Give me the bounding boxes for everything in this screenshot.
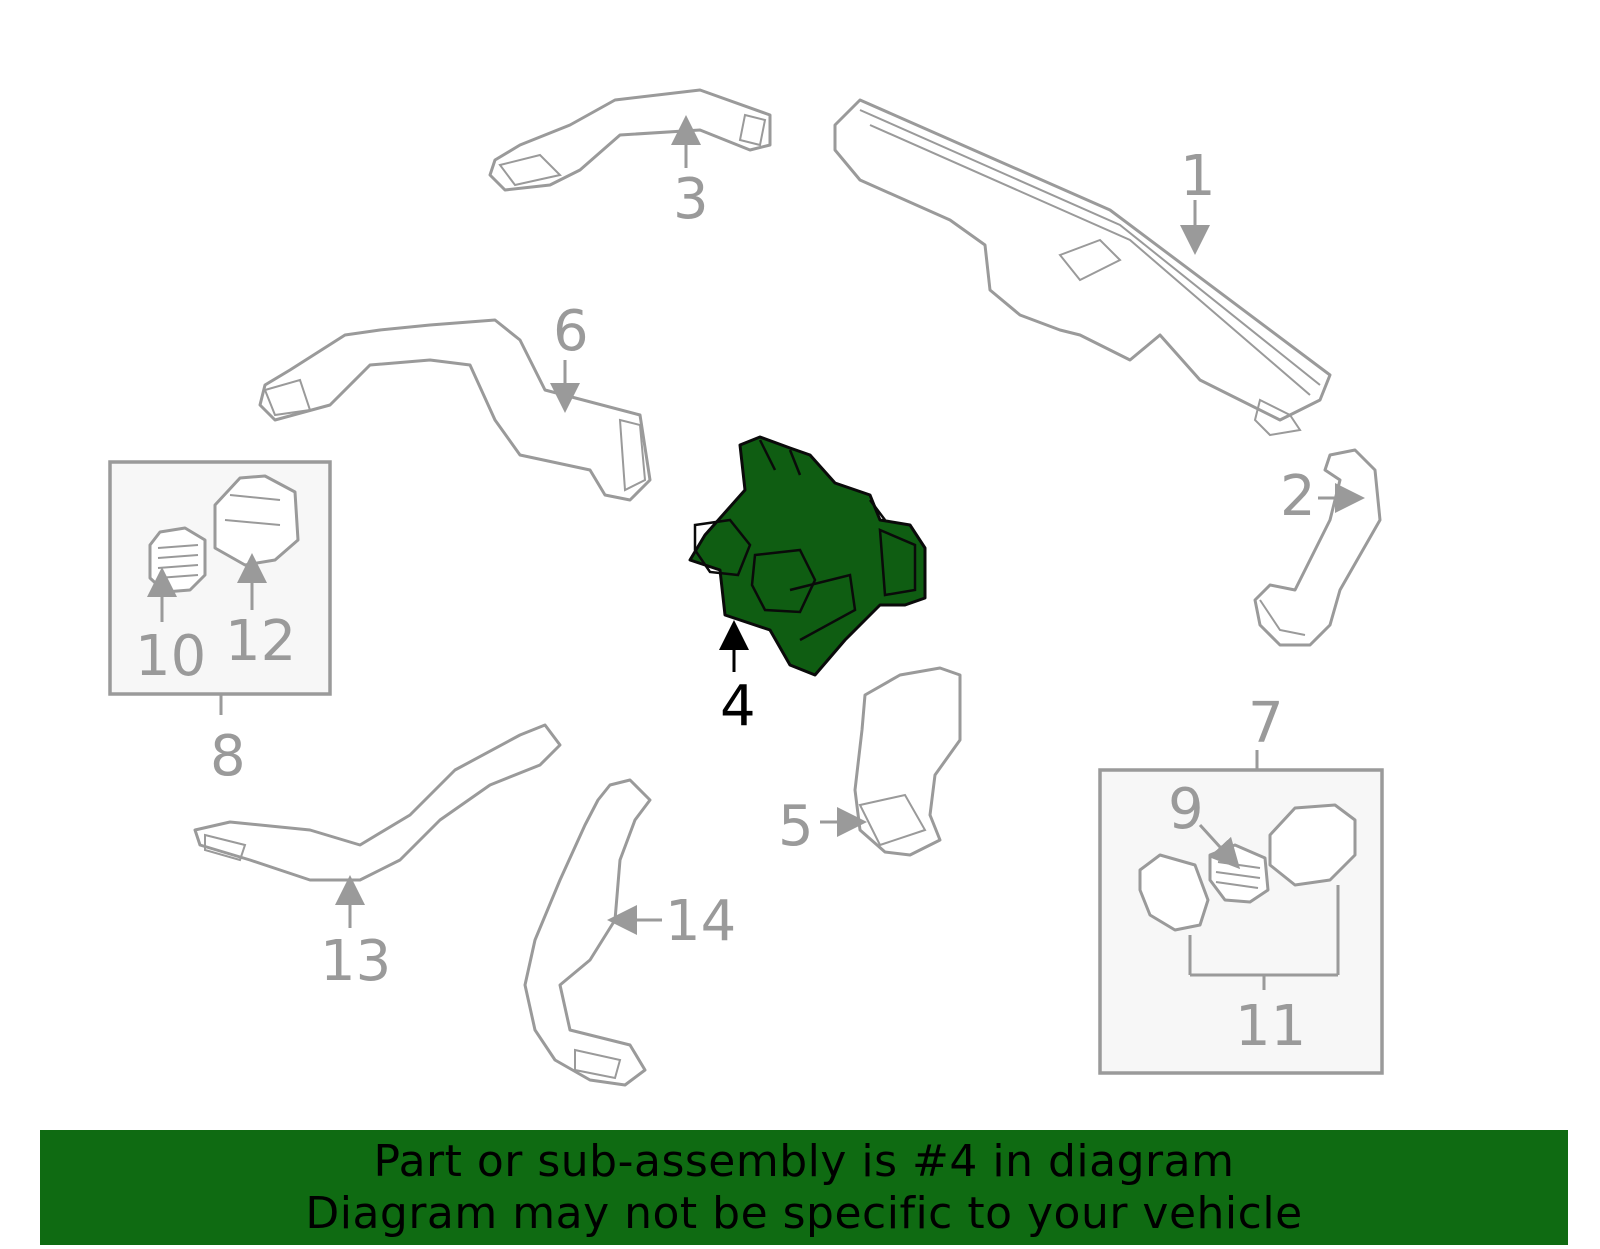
- callout-12: 12: [225, 609, 296, 674]
- part-5-duct[interactable]: [853, 666, 962, 857]
- part-14-duct[interactable]: [523, 778, 652, 1087]
- detail-box-7: [1098, 768, 1384, 1075]
- callout-8: 8: [210, 724, 246, 789]
- callout-11: 11: [1235, 994, 1306, 1059]
- part-13-duct[interactable]: [193, 723, 562, 882]
- part-12-housing: [213, 474, 300, 567]
- part-10-vent: [148, 526, 207, 594]
- banner-line-2: Diagram may not be specific to your vehi…: [305, 1187, 1303, 1239]
- info-banner: Part or sub-assembly is #4 in diagram Di…: [40, 1130, 1568, 1245]
- part-1-center-duct[interactable]: [833, 98, 1332, 437]
- callout-1: 1: [1180, 144, 1216, 209]
- callout-7: 7: [1248, 691, 1284, 756]
- banner-line-1: Part or sub-assembly is #4 in diagram: [373, 1135, 1235, 1187]
- callout-5: 5: [778, 794, 814, 859]
- callout-9: 9: [1168, 777, 1204, 842]
- callout-4: 4: [720, 674, 756, 739]
- part-4-highlighted-duct[interactable]: [688, 435, 927, 677]
- part-3-duct[interactable]: [488, 88, 772, 192]
- callout-2: 2: [1280, 464, 1316, 529]
- callout-14: 14: [665, 889, 736, 954]
- part-2-duct[interactable]: [1253, 448, 1382, 647]
- callout-13: 13: [320, 929, 391, 994]
- callout-6: 6: [553, 299, 589, 364]
- part-6-duct[interactable]: [258, 318, 652, 502]
- callout-10: 10: [135, 624, 206, 689]
- callout-3: 3: [673, 167, 709, 232]
- detail-box-8: [108, 460, 332, 696]
- leader-lines: [147, 115, 1365, 990]
- part-11-bezel: [1138, 853, 1210, 932]
- part-11-housing: [1268, 803, 1357, 887]
